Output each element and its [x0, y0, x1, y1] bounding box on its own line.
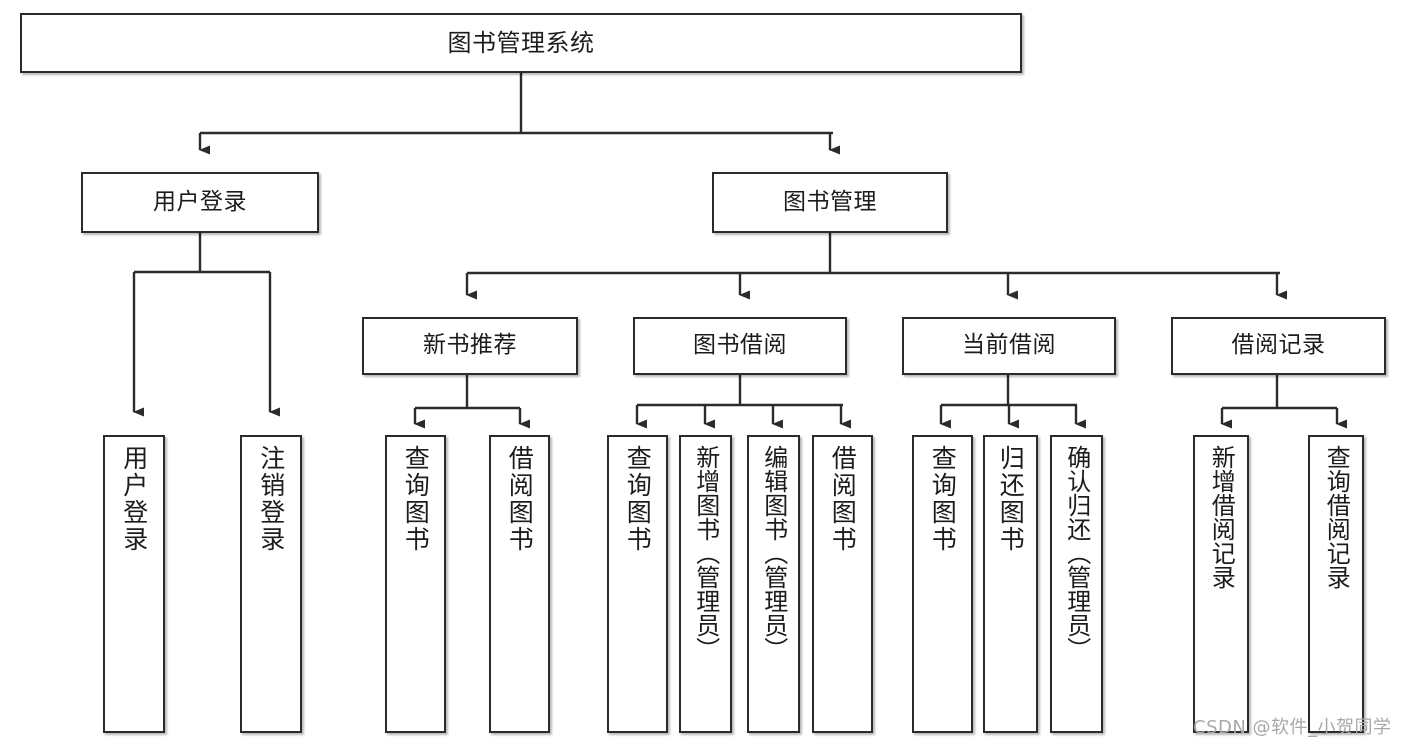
node-label: 用户登录	[153, 188, 247, 215]
node-label: 查询图书	[623, 445, 653, 553]
node-root-book-management-system[interactable]: 图书管理系统	[20, 13, 1022, 73]
leaf-query-book-borrow[interactable]: 查询图书	[607, 435, 668, 733]
node-label: 注销登录	[256, 445, 286, 553]
node-borrowing-record[interactable]: 借阅记录	[1171, 317, 1386, 375]
leaf-logout[interactable]: 注销登录	[240, 435, 302, 733]
leaf-return-book[interactable]: 归还图书	[983, 435, 1038, 733]
leaf-add-borrow-record[interactable]: 新增借阅记录	[1193, 435, 1249, 733]
node-label: 查询图书	[928, 445, 958, 553]
node-book-management[interactable]: 图书管理	[712, 172, 948, 233]
node-label: 查询借阅记录	[1322, 445, 1351, 589]
node-label: 归还图书	[996, 445, 1026, 553]
leaf-query-book-current[interactable]: 查询图书	[912, 435, 973, 733]
node-label: 用户登录	[119, 445, 149, 553]
node-label: 借阅记录	[1231, 332, 1326, 359]
node-label: 借阅图书	[505, 445, 535, 553]
node-new-book-recommendation[interactable]: 新书推荐	[362, 317, 578, 375]
node-label: 新增图书（管理员）	[691, 445, 720, 661]
node-user-login[interactable]: 用户登录	[81, 172, 319, 233]
node-label: 图书管理系统	[447, 28, 595, 57]
leaf-borrow-book-recommend[interactable]: 借阅图书	[489, 435, 550, 733]
node-label: 当前借阅	[962, 332, 1056, 359]
node-label: 图书管理	[783, 188, 877, 215]
leaf-confirm-return-admin[interactable]: 确认归还（管理员）	[1050, 435, 1103, 733]
node-book-borrowing[interactable]: 图书借阅	[633, 317, 847, 375]
node-current-borrowing[interactable]: 当前借阅	[902, 317, 1116, 375]
node-label: 图书借阅	[693, 332, 787, 359]
leaf-borrow-book[interactable]: 借阅图书	[812, 435, 873, 733]
node-label: 编辑图书（管理员）	[759, 445, 788, 661]
leaf-query-borrow-record[interactable]: 查询借阅记录	[1308, 435, 1364, 733]
node-label: 确认归还（管理员）	[1062, 445, 1091, 661]
node-label: 借阅图书	[828, 445, 858, 553]
leaf-query-book-recommend[interactable]: 查询图书	[385, 435, 446, 733]
node-label: 新增借阅记录	[1207, 445, 1236, 589]
node-label: 新书推荐	[423, 332, 517, 359]
node-label: 查询图书	[401, 445, 431, 553]
leaf-user-login[interactable]: 用户登录	[103, 435, 165, 733]
leaf-edit-book-admin[interactable]: 编辑图书（管理员）	[747, 435, 800, 733]
leaf-add-book-admin[interactable]: 新增图书（管理员）	[679, 435, 732, 733]
